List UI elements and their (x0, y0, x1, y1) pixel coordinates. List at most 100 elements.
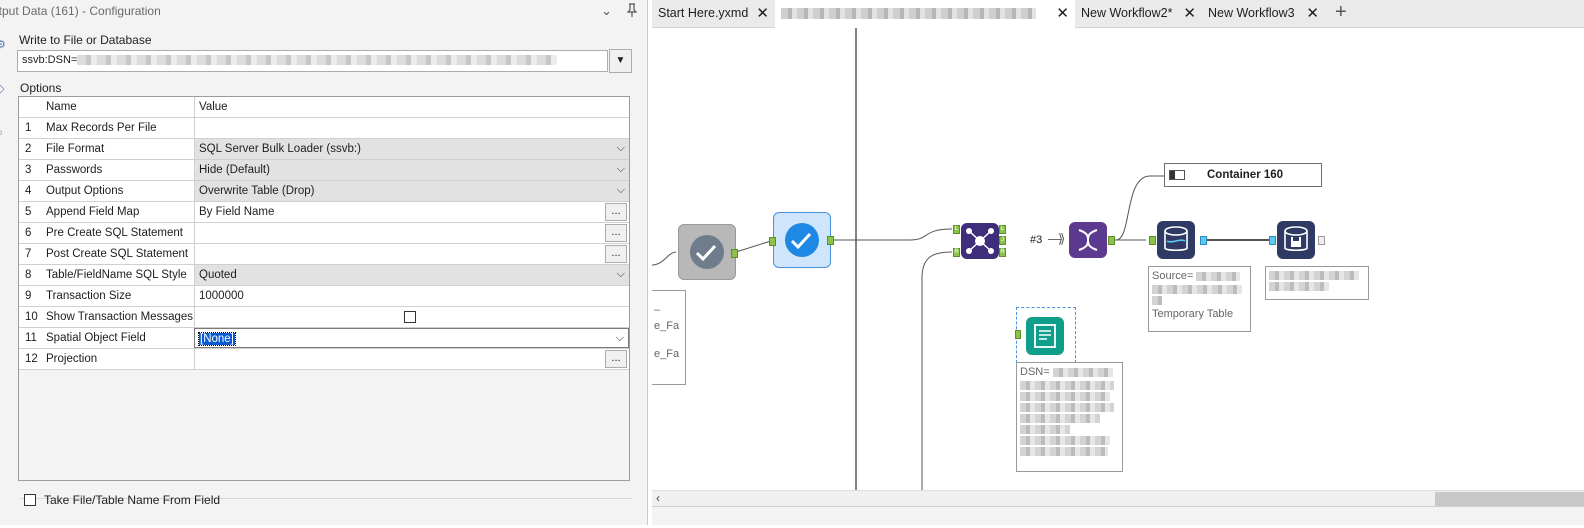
grid-row-pre-create-sql[interactable]: 6 Pre Create SQL Statement ... (19, 223, 629, 244)
grid-row-output-options[interactable]: 4 Output Options Overwrite Table (Drop)⌵ (19, 181, 629, 202)
output-options-select[interactable]: Overwrite Table (Drop)⌵ (194, 181, 629, 201)
anchor-input[interactable] (769, 237, 776, 246)
sql-style-select[interactable]: Quoted⌵ (194, 265, 629, 285)
row-name: Projection (46, 353, 98, 365)
tab-active-workflow[interactable]: ✕ (775, 0, 1075, 28)
grid-row-sql-style[interactable]: 8 Table/FieldName SQL Style Quoted⌵ (19, 265, 629, 286)
row-number: 10 (25, 311, 38, 323)
grid-row-projection[interactable]: 12 Projection ... (19, 349, 629, 370)
redacted-text (1020, 447, 1108, 456)
join-anchor-right[interactable]: R (953, 248, 960, 257)
anchor-output[interactable] (731, 249, 738, 258)
close-icon[interactable]: ✕ (1183, 5, 1196, 22)
tag-icon[interactable]: ◇ (0, 83, 5, 95)
workflow-tab-bar: Start Here.yxmd ✕ ✕ New Workflow2* ✕ New… (652, 0, 1584, 28)
grid-row-file-format[interactable]: 2 File Format SQL Server Bulk Loader (ss… (19, 139, 629, 160)
redacted-text (1152, 285, 1242, 294)
scroll-left-icon[interactable]: ‹ (656, 491, 660, 505)
grid-row-transaction-size[interactable]: 9 Transaction Size 1000000 (19, 286, 629, 307)
anchor-output[interactable] (827, 236, 834, 245)
row-name: Show Transaction Messages (46, 311, 194, 323)
annotation-text: Source= (1152, 270, 1194, 282)
tab-new-workflow2[interactable]: New Workflow2* ✕ (1075, 0, 1202, 28)
data-stream-out-tool[interactable] (1277, 221, 1315, 259)
data-stream-in-tool[interactable] (1157, 221, 1195, 259)
output-data-tool-selected[interactable] (773, 212, 831, 268)
join-anchor-j-out[interactable]: J (999, 236, 1006, 245)
show-transaction-messages-cell (194, 307, 629, 327)
ellipsis-button[interactable]: ... (605, 224, 627, 242)
container-toggle-icon[interactable] (1169, 170, 1185, 180)
show-transaction-messages-checkbox[interactable] (404, 311, 416, 323)
info-icon[interactable]: ○ (0, 128, 6, 139)
post-create-sql-value[interactable]: ... (194, 244, 629, 264)
connection-field[interactable]: ssvb:DSN= (17, 50, 608, 72)
multi-connection-arrow-icon: —⟫ (1048, 231, 1065, 246)
anchor-input[interactable] (1015, 330, 1021, 339)
database-icon (1164, 226, 1188, 252)
anchor-output[interactable] (1318, 236, 1325, 245)
container-160[interactable]: Container 160 (1164, 163, 1322, 187)
grid-row-show-transaction-messages[interactable]: 10 Show Transaction Messages (19, 307, 629, 328)
redacted-text (1269, 271, 1359, 280)
take-name-from-field[interactable]: Take File/Table Name From Field (24, 493, 220, 507)
connection-dropdown-button[interactable]: ▼ (609, 49, 632, 73)
transaction-size-input[interactable]: 1000000 (194, 286, 629, 306)
chevron-down-icon[interactable]: ⌄ (601, 3, 612, 18)
scrollbar-thumb[interactable] (1435, 492, 1584, 506)
row-value: SQL Server Bulk Loader (ssvb:) (199, 143, 361, 155)
anchor-input[interactable] (1149, 236, 1156, 245)
row-name: Table/FieldName SQL Style (46, 269, 187, 281)
connection-badge: #3 (1030, 234, 1043, 246)
pre-create-sql-value[interactable]: ... (194, 223, 629, 243)
ellipsis-button[interactable]: ... (605, 245, 627, 263)
workflow-canvas[interactable]: – e_Fa e_Fa L R L J R #3 —⟫ Container 16… (652, 28, 1584, 490)
pin-icon[interactable] (626, 3, 638, 20)
grid-row-post-create-sql[interactable]: 7 Post Create SQL Statement ... (19, 244, 629, 265)
grid-row-spatial-object-field[interactable]: 11 Spatial Object Field [None]⌵ (19, 328, 629, 349)
row-number: 11 (25, 332, 37, 344)
join-anchor-r-out[interactable]: R (999, 248, 1006, 257)
annotation-text: – (654, 304, 661, 316)
close-icon[interactable]: ✕ (1306, 5, 1319, 22)
join-icon (966, 228, 994, 254)
text-input-tool[interactable] (1026, 317, 1064, 355)
redacted-text (1020, 403, 1114, 412)
projection-value[interactable]: ... (194, 349, 629, 369)
arrow-right-icon[interactable]: › (0, 106, 6, 116)
join-anchor-l-out[interactable]: L (999, 225, 1006, 234)
anchor-output[interactable] (1108, 236, 1115, 245)
tab-start-here[interactable]: Start Here.yxmd ✕ (652, 0, 775, 28)
data-cleansing-tool[interactable] (1069, 222, 1107, 258)
spatial-object-field-select[interactable]: [None]⌵ (194, 328, 629, 348)
close-icon[interactable]: ✕ (1056, 5, 1069, 22)
options-grid: Name Value 1 Max Records Per File 2 File… (18, 96, 630, 481)
ellipsis-button[interactable]: ... (605, 350, 627, 368)
arrow-right-icon[interactable]: › (0, 62, 6, 72)
text-icon (1034, 324, 1056, 348)
take-name-checkbox[interactable] (24, 494, 36, 506)
annotation-text: DSN= (1020, 366, 1050, 378)
add-tab-button[interactable]: + (1335, 1, 1347, 23)
close-icon[interactable]: ✕ (756, 5, 769, 22)
grid-header-row: Name Value (19, 97, 629, 118)
output-tool-grey[interactable] (678, 224, 736, 280)
passwords-select[interactable]: Hide (Default)⌵ (194, 160, 629, 180)
append-field-map-value[interactable]: By Field Name... (194, 202, 629, 222)
row-value[interactable] (194, 118, 629, 138)
tab-label: New Workflow2* (1081, 6, 1173, 20)
settings-icon[interactable]: ⚙ (0, 39, 6, 51)
grid-row-append-field-map[interactable]: 5 Append Field Map By Field Name... (19, 202, 629, 223)
redacted-text (1020, 436, 1110, 445)
anchor-output[interactable] (1200, 236, 1207, 245)
text-annotation: DSN= (1016, 362, 1123, 472)
join-anchor-left[interactable]: L (953, 225, 960, 234)
horizontal-scrollbar[interactable]: ‹ (652, 490, 1584, 506)
file-format-select[interactable]: SQL Server Bulk Loader (ssvb:)⌵ (194, 139, 629, 159)
grid-row-max-records[interactable]: 1 Max Records Per File (19, 118, 629, 139)
tab-new-workflow3[interactable]: New Workflow3 ✕ (1202, 0, 1325, 28)
grid-row-passwords[interactable]: 3 Passwords Hide (Default)⌵ (19, 160, 629, 181)
anchor-input[interactable] (1269, 236, 1276, 245)
join-tool[interactable] (961, 223, 999, 259)
ellipsis-button[interactable]: ... (605, 203, 627, 221)
